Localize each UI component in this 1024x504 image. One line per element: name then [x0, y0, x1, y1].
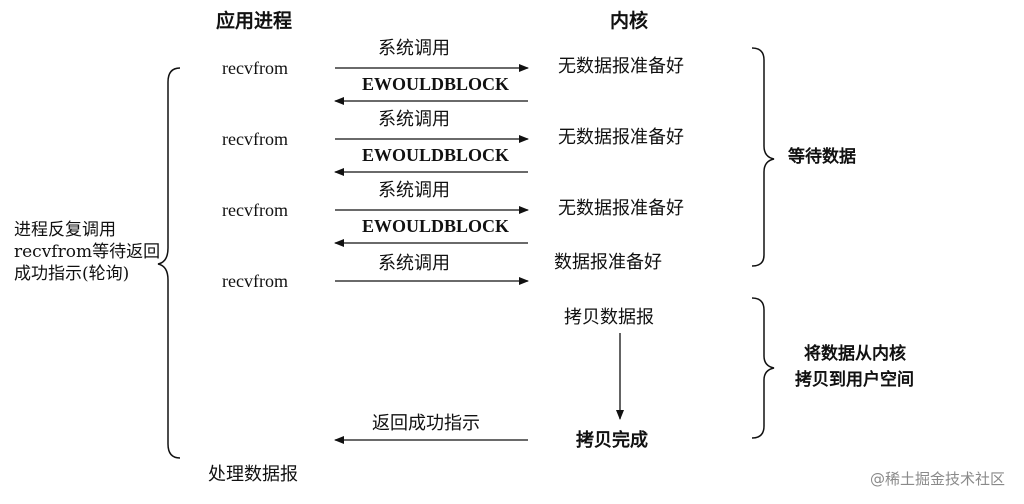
kernel-state-4: 数据报准备好	[554, 252, 662, 273]
left-brace-label: 进程反复调用recvfrom等待返回成功指示(轮询)	[14, 220, 161, 284]
right-brace-copy	[751, 297, 775, 439]
copy-to-user-label-line1: 将数据从内核	[804, 344, 906, 364]
copy-to-user-label-line2: 拷贝到用户空间	[795, 370, 914, 390]
watermark: @稀土掘金技术社区	[870, 470, 1006, 488]
kernel-header: 内核	[610, 10, 649, 32]
right-brace-wait	[751, 47, 775, 267]
process-datagram-label: 处理数据报	[208, 464, 298, 485]
recvfrom-call-2: recvfrom	[222, 129, 288, 149]
recvfrom-call-1: recvfrom	[222, 58, 288, 78]
copy-start-label: 拷贝数据报	[564, 307, 654, 328]
left-brace	[157, 67, 181, 459]
wait-data-label: 等待数据	[788, 147, 856, 167]
syscall-label-1: 系统调用	[378, 38, 450, 59]
syscall-label-3: 系统调用	[378, 180, 450, 201]
syscall-label-2: 系统调用	[378, 109, 450, 130]
recvfrom-call-4: recvfrom	[222, 271, 288, 291]
syscall-label-4: 系统调用	[378, 253, 450, 274]
copy-done-label: 拷贝完成	[576, 430, 648, 451]
return-success-label: 返回成功指示	[372, 413, 480, 434]
ewouldblock-label-3: EWOULDBLOCK	[362, 216, 510, 236]
kernel-state-3: 无数据报准备好	[558, 198, 684, 219]
app-process-header: 应用进程	[216, 10, 293, 32]
kernel-state-1: 无数据报准备好	[558, 56, 684, 77]
kernel-state-2: 无数据报准备好	[558, 127, 684, 148]
ewouldblock-label-2: EWOULDBLOCK	[362, 145, 510, 165]
ewouldblock-label-1: EWOULDBLOCK	[362, 74, 510, 94]
recvfrom-call-3: recvfrom	[222, 200, 288, 220]
